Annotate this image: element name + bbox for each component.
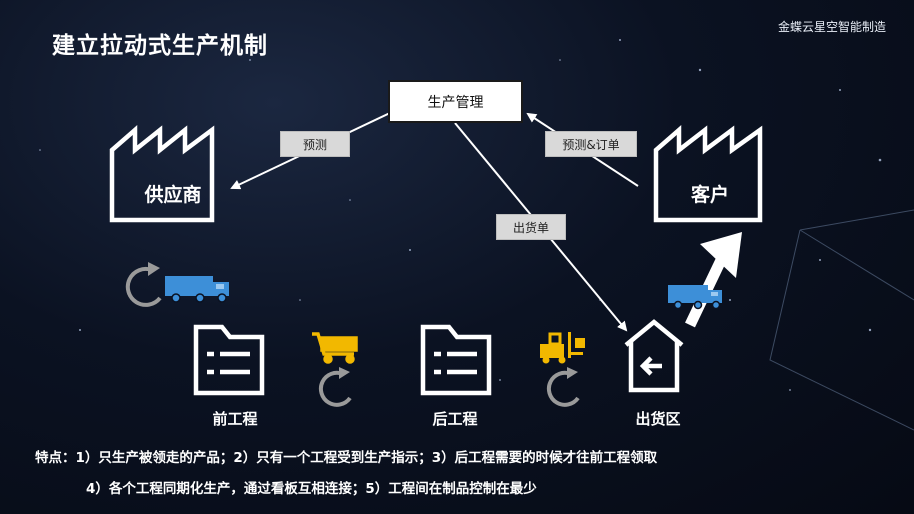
forecast-order-tag-label: 预测&订单 xyxy=(562,137,620,152)
forecast-order-tag: 预测&订单 xyxy=(545,131,637,157)
back-process-folder-list-icon xyxy=(420,324,492,396)
decor-lines xyxy=(769,209,914,431)
brand-logo-text: 金蝶云星空智能制造 xyxy=(777,20,886,34)
feature-note-line-1: 特点：1）只生产被领走的产品；2）只有一个工程受到生产指示；3）后工程需要的时候… xyxy=(35,450,658,466)
front-process-label: 前工程 xyxy=(212,410,258,428)
shipping-order-tag-label: 出货单 xyxy=(512,220,549,235)
forecast-tag-label: 预测 xyxy=(302,137,327,152)
supplier-label: 供应商 xyxy=(144,184,202,206)
truck-icon-shipping xyxy=(668,285,722,310)
feature-note-line-2: 4）各个工程同期化生产，通过看板互相连接；5）工程间在制品控制在最少 xyxy=(86,481,537,497)
shipping-order-tag: 出货单 xyxy=(496,214,566,240)
cycle-icon-back xyxy=(546,367,580,407)
shipping-area-label: 出货区 xyxy=(635,410,681,428)
cycle-icon-front xyxy=(318,367,352,407)
back-process-label: 后工程 xyxy=(432,410,478,428)
production-management-box: 生产管理 xyxy=(388,80,523,123)
supplier-factory-icon xyxy=(109,125,215,223)
forecast-tag: 预测 xyxy=(280,131,350,157)
customer-factory-icon xyxy=(653,125,763,223)
cycle-icon xyxy=(125,262,162,307)
truck-icon xyxy=(165,276,229,303)
slide-title: 建立拉动式生产机制 xyxy=(52,33,268,59)
shipping-to-customer-arrow xyxy=(685,232,742,328)
cart-icon xyxy=(312,332,358,364)
forklift-icon xyxy=(540,332,585,364)
shipping-area-home-return-icon xyxy=(624,319,684,393)
front-process-folder-list-icon xyxy=(193,324,265,396)
customer-label: 客户 xyxy=(690,184,729,206)
production-management-label: 生产管理 xyxy=(427,94,484,111)
